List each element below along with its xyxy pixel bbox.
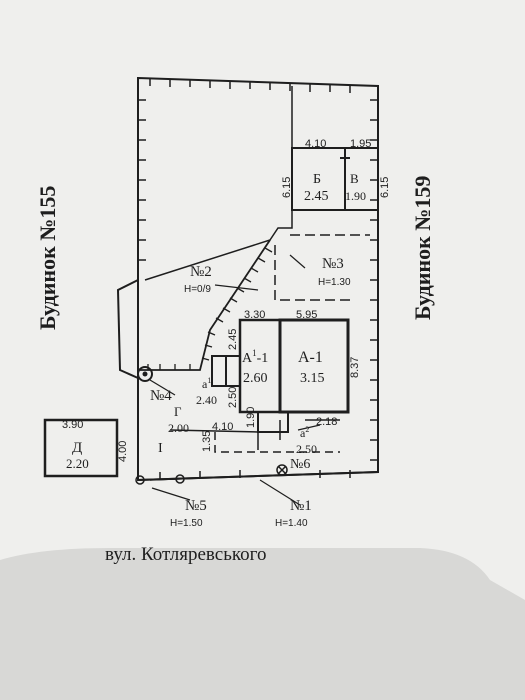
dim-410-mid: 4.10 xyxy=(212,421,233,433)
room-v-value: 1.90 xyxy=(345,189,366,203)
room-b-outline xyxy=(291,147,379,211)
photo-shadow xyxy=(0,548,525,700)
fence-no2 xyxy=(140,239,273,371)
porch-a2-value: 2.50 xyxy=(296,442,317,456)
no1-label: №1 xyxy=(290,498,312,514)
room-b-value: 2.45 xyxy=(304,189,329,204)
porch-a2-outline xyxy=(257,411,289,433)
dim-330: 3.30 xyxy=(244,309,265,321)
gate-no6-icon xyxy=(276,464,288,476)
inner-boundary xyxy=(116,279,139,379)
no3-height: H=1.30 xyxy=(318,277,351,288)
fence-no3 xyxy=(274,234,370,301)
dim-250: 2.50 xyxy=(227,387,239,408)
dim-595: 5.95 xyxy=(296,309,317,321)
street-label: вул. Котляревського xyxy=(105,544,266,565)
no5-height: H=1.50 xyxy=(170,518,203,529)
boundary-ticks xyxy=(138,78,378,480)
porch-a-name: а1 xyxy=(202,376,211,391)
porch-a-value: 2.40 xyxy=(196,393,217,407)
room-a1-value: 3.15 xyxy=(300,371,325,386)
room-a11-value: 2.60 xyxy=(243,371,268,386)
g-value: 2.00 xyxy=(168,421,189,435)
room-a1-name: А-1 xyxy=(298,349,323,366)
dim-390: 3.90 xyxy=(62,419,83,431)
g-line xyxy=(169,429,259,450)
porch-a2-name: а2 xyxy=(300,425,309,440)
room-d-name: Д xyxy=(72,440,82,456)
dim-400: 4.00 xyxy=(117,441,129,462)
porch-a-outline xyxy=(211,355,227,387)
well-no4-icon xyxy=(137,366,176,396)
room-a11-outline xyxy=(238,318,282,414)
no6-label: №6 xyxy=(290,457,310,472)
neighbor-right-label: Будинок №159 xyxy=(410,176,435,320)
no5-label: №5 xyxy=(185,498,207,514)
no3-label: №3 xyxy=(322,256,344,272)
room-a11-name: А1-1 xyxy=(242,348,268,366)
neighbor-left-label: Будинок №155 xyxy=(35,186,60,330)
dim-615-left: 6.15 xyxy=(281,177,293,198)
room-d-value: 2.20 xyxy=(66,456,89,471)
room-b-name: Б xyxy=(313,172,321,187)
dim-837: 8.37 xyxy=(349,357,361,378)
no1-height: H=1.40 xyxy=(275,518,308,529)
dim-245: 2.45 xyxy=(227,329,239,350)
dim-195: 1.95 xyxy=(350,138,371,150)
dim-190: 1.90 xyxy=(245,407,257,428)
dim-615-right: 6.15 xyxy=(379,177,391,198)
g-name: Г xyxy=(174,404,182,419)
no2-label: №2 xyxy=(190,264,212,280)
no2-height: H=0/9 xyxy=(184,284,211,295)
dim-135: 1.35 xyxy=(201,431,213,452)
area-roman-one: I xyxy=(158,441,163,456)
room-a1-outline xyxy=(278,318,350,414)
gate-no5-icon xyxy=(135,474,185,485)
room-d-outline xyxy=(43,418,119,478)
dim-218: 2.18 xyxy=(316,416,337,428)
no4-label: №4 xyxy=(150,388,172,404)
room-v-name: В xyxy=(350,171,359,186)
dashed-yard-line xyxy=(214,432,340,453)
dim-410-top: 4.10 xyxy=(305,138,326,150)
